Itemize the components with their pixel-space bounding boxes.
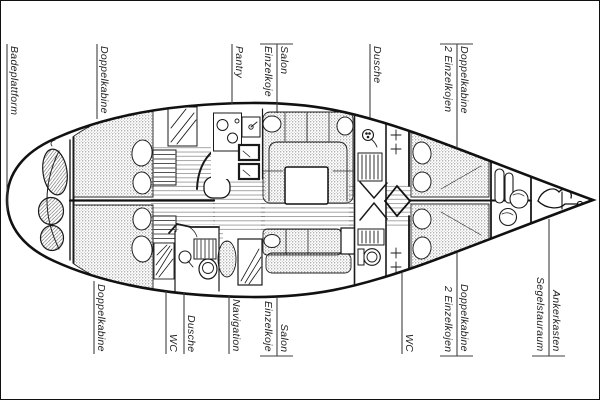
label-dusche-aft: Dusche	[185, 314, 197, 352]
chart-table-icon	[237, 238, 263, 286]
door-leaf	[384, 200, 411, 218]
berth-pillows	[131, 139, 153, 263]
shower-head-icon	[178, 250, 192, 264]
leader-lines	[6, 43, 565, 357]
label-dusche-top: Dusche	[371, 46, 383, 84]
label-doppelkabine-aft-bottom: Doppelkabine	[95, 284, 107, 352]
sail-bag-icon	[498, 207, 518, 227]
hanger-icons	[390, 129, 402, 155]
label-wc-aft: WC	[167, 333, 179, 352]
burner-icon	[227, 132, 238, 144]
louver-vent-icon	[357, 228, 385, 246]
salon-table	[284, 166, 329, 205]
door-swing-arc	[182, 224, 198, 238]
label-pantry: Pantry	[233, 46, 245, 79]
cushion-pillow	[262, 115, 282, 133]
label-doppelkabine-aft: Doppelkabine	[98, 46, 110, 114]
cushion-pillow	[336, 116, 354, 136]
shower-head-icon	[361, 128, 375, 142]
oven-icon	[237, 143, 261, 162]
icebox-icon	[237, 162, 261, 181]
counter-end	[203, 176, 231, 199]
aft-head	[153, 223, 220, 292]
salon-settee	[262, 227, 360, 274]
label-navigation: Navigation	[230, 299, 242, 352]
door-leaf	[384, 184, 411, 202]
door-leaf	[359, 181, 388, 200]
label-badeplattform: Badeplattform	[8, 46, 20, 116]
burner-icon	[216, 119, 229, 131]
galley	[211, 104, 264, 181]
hanger-icons	[390, 247, 402, 273]
fender-icon	[494, 168, 505, 204]
salon-dinette	[262, 111, 354, 205]
companionway-arc	[196, 150, 214, 190]
label-wc-mid: WC	[403, 333, 415, 352]
door-leaf	[359, 201, 388, 221]
berth-pillows	[412, 141, 432, 260]
louver-locker-icon	[152, 149, 177, 186]
cushion-pillow	[263, 234, 281, 248]
nav-station	[217, 233, 263, 289]
sail-bag-icon	[509, 189, 529, 209]
fender-icons	[37, 148, 68, 252]
companionway	[152, 104, 231, 252]
sail-storage	[490, 156, 532, 245]
fore-cabin	[384, 127, 532, 274]
nav-seat	[217, 240, 237, 278]
mid-shower	[353, 105, 388, 202]
aft-double-cabins	[68, 108, 216, 292]
